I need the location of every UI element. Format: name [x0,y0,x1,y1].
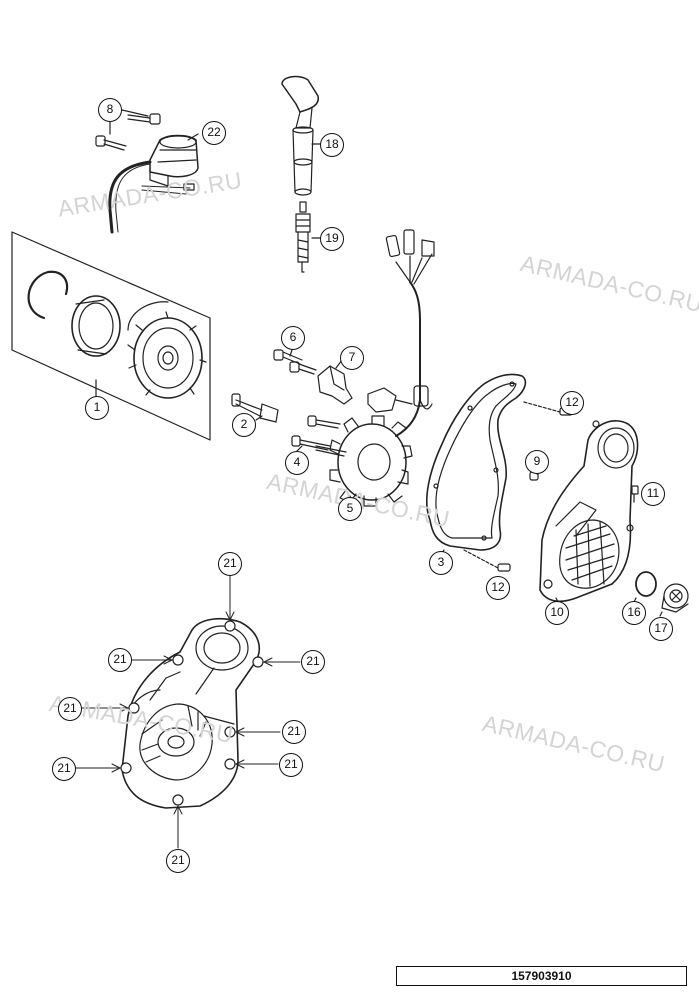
cable-clamp [317,365,353,405]
callout-2: 2 [232,413,256,437]
callout-12-upper: 12 [560,391,584,415]
ignition-cover-gasket [425,373,527,551]
ignition-coil [108,134,199,234]
stator [329,229,435,507]
callout-1: 1 [85,396,109,420]
callout-12-lower: 12 [486,576,510,600]
screw-11 [631,485,639,503]
flywheel-kit-plate [11,231,211,441]
callout-19: 19 [320,227,344,251]
callout-21-middle-left: 21 [58,697,82,721]
o-ring [635,571,657,597]
callout-11: 11 [641,482,665,506]
ignition-cover [539,420,639,603]
cover-plug [661,583,689,613]
callout-21-upper-right: 21 [301,650,325,674]
spark-plug [295,201,311,273]
callout-21-bottom: 21 [166,849,190,873]
coil-bolt-upper [127,113,161,125]
callout-16: 16 [622,601,646,625]
stator-cable-bolts [273,349,317,375]
flywheel-nut-bolt [231,393,279,423]
callout-8: 8 [98,98,122,122]
callout-21-top: 21 [218,552,242,576]
spark-plug-cap [281,75,320,196]
callout-18: 18 [320,133,344,157]
callout-5: 5 [338,497,362,521]
callout-10: 10 [545,601,569,625]
callout-22: 22 [202,121,226,145]
dowel-pin-lower [463,549,511,572]
ignition-cover-screw-view [121,617,261,809]
callout-3: 3 [429,551,453,575]
stator-bolts [291,415,347,457]
part-number-box: 157903910 [396,966,687,986]
callout-21-lower-right: 21 [279,753,303,777]
callout-6: 6 [281,326,305,350]
callout-4: 4 [285,451,309,475]
callout-17: 17 [649,617,673,641]
cover-screw-set [120,620,264,806]
coil-bolt-lower [95,135,127,151]
screw-leaders [75,575,301,849]
callout-21-lower-left: 21 [52,757,76,781]
callout-21-upper-left: 21 [108,648,132,672]
callout-21-middle-right: 21 [282,720,306,744]
callout-7: 7 [340,346,364,370]
callout-9: 9 [525,450,549,474]
